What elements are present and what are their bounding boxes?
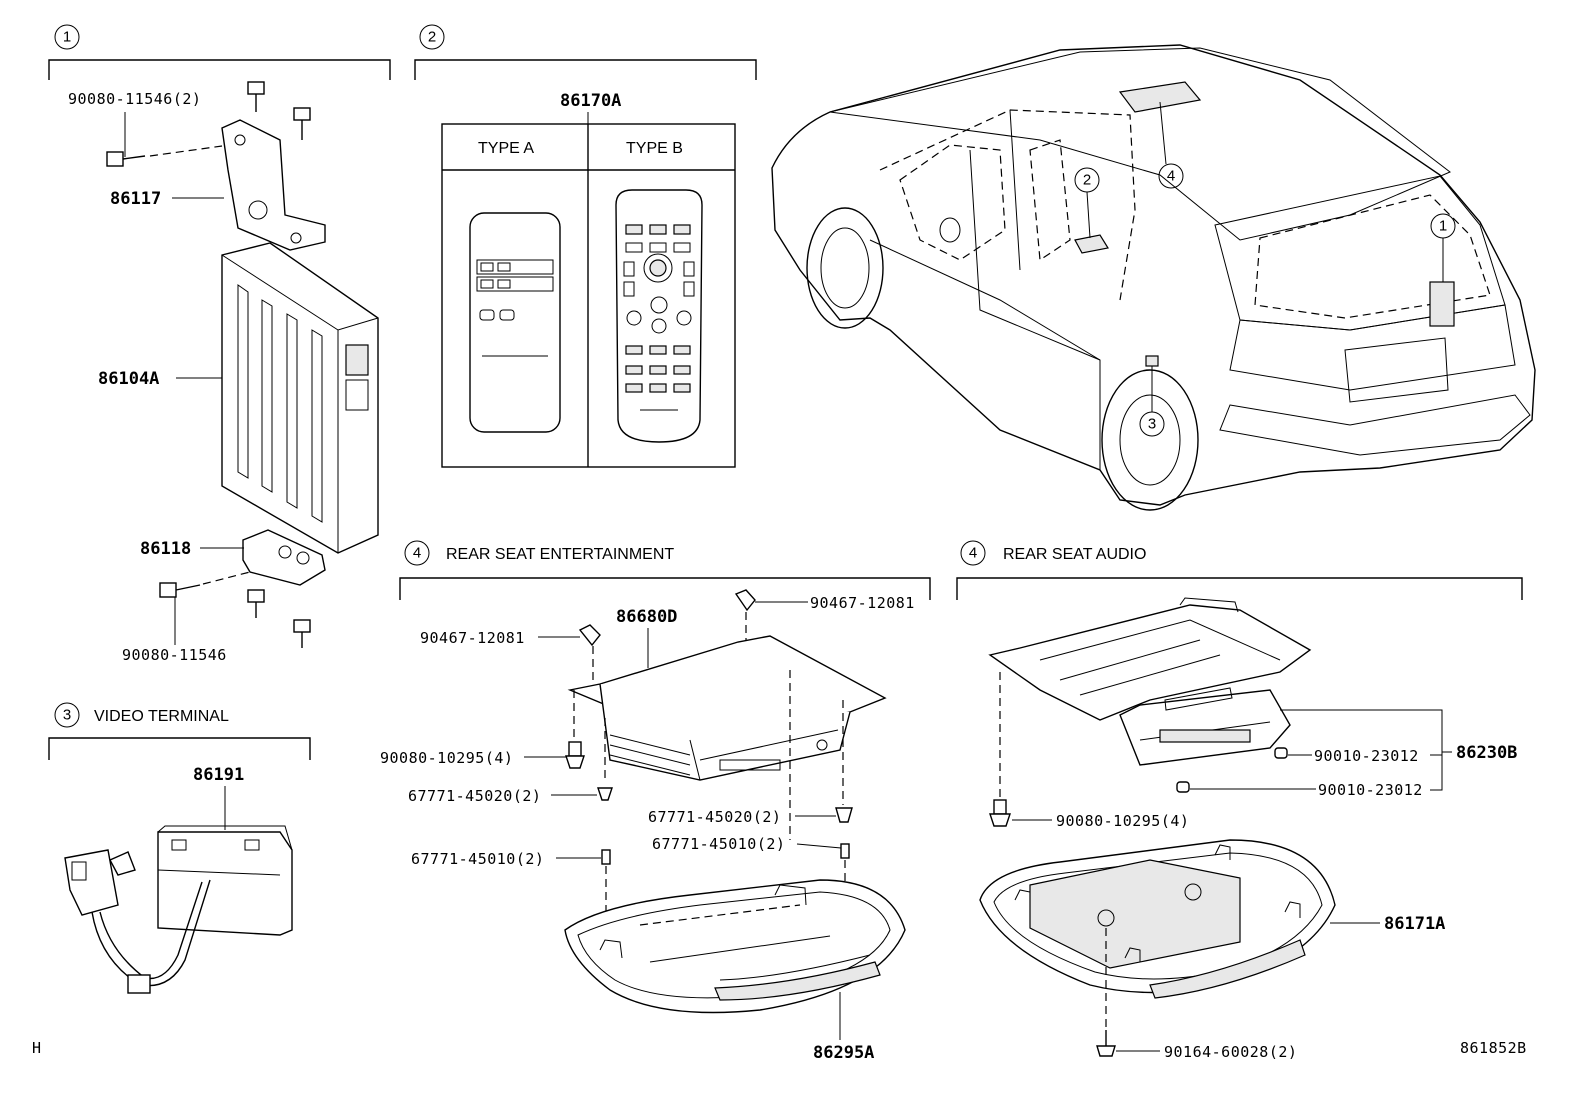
part-number-90010-23012-upper: 90010-23012: [1314, 747, 1419, 765]
section-4a-title: REAR SEAT ENTERTAINMENT: [446, 546, 674, 563]
section-4a-marker: [404, 540, 430, 566]
clip-icon: [1176, 781, 1190, 793]
section-1-number: 1: [63, 29, 71, 46]
part-number-67771-45010-2-left: 67771-45010(2): [411, 850, 544, 868]
part-number-86104a: 86104A: [98, 369, 159, 389]
part-number-86295a: 86295A: [813, 1043, 874, 1063]
part-number-86170a: 86170A: [560, 91, 621, 111]
clip-icon: [840, 843, 850, 859]
part-number-86191: 86191: [193, 765, 244, 785]
vehicle-marker-1-label: 1: [1439, 218, 1447, 235]
overhead-housing-86295a: [564, 879, 906, 1014]
section-2-number: 2: [428, 29, 436, 46]
section-1: 1 90080-11546(2) 86117: [48, 24, 391, 664]
part-number-90164-60028-2: 90164-60028(2): [1164, 1043, 1297, 1061]
section-4b-marker: [960, 540, 986, 566]
part-number-90080-10295-4-right: 90080-10295(4): [1056, 812, 1189, 830]
section-4-rear-seat-entertainment: 4 REAR SEAT ENTERTAINMENT 86680D 90467-1…: [380, 540, 931, 1063]
video-terminal-86191: [64, 825, 293, 994]
vehicle-marker-4-label: 4: [1167, 168, 1175, 185]
part-number-67771-45010-2-right: 67771-45010(2): [652, 835, 785, 853]
part-number-90010-23012-lower: 90010-23012: [1318, 781, 1423, 799]
vehicle-illustration: 4 2 1 3: [771, 44, 1536, 511]
footer-left-code: H: [32, 1039, 42, 1057]
part-number-67771-45020-2-right: 67771-45020(2): [648, 808, 781, 826]
clip-icon: [734, 589, 756, 612]
audio-unit-86230b: [988, 597, 1312, 766]
bolt-icon: [989, 799, 1011, 827]
clip-icon: [597, 787, 613, 801]
assembly-line: [149, 145, 223, 157]
vehicle-marker-3-label: 3: [1148, 416, 1156, 433]
screw-icon: [1096, 1030, 1116, 1057]
part-number-90080-10295-4-left: 90080-10295(4): [380, 749, 513, 767]
section-3-marker: [54, 702, 80, 728]
bolt-icon: [106, 151, 146, 167]
section-1-marker: [54, 24, 80, 50]
bracket-86117: [221, 119, 326, 251]
leader-line: [796, 843, 842, 849]
clip-icon: [835, 807, 853, 823]
section-4a-bracket: [399, 577, 931, 600]
vehicle-marker-4: [1158, 163, 1184, 189]
clip-icon: [578, 624, 601, 647]
bolt-icon: [293, 619, 311, 648]
section-3-number: 3: [63, 707, 71, 724]
vehicle-marker-2-label: 2: [1083, 172, 1091, 189]
section-3-title: VIDEO TERMINAL: [94, 708, 229, 725]
part-number-67771-45020-2-left: 67771-45020(2): [408, 787, 541, 805]
section-4a-number: 4: [413, 545, 421, 562]
bolt-icon: [247, 589, 265, 618]
assembly-line: [202, 571, 251, 585]
dvd-player-86680d: [567, 635, 887, 781]
bolt-icon: [159, 582, 201, 598]
bolt-icon: [247, 81, 265, 112]
section-2-bracket: [414, 59, 757, 80]
clip-icon: [601, 849, 611, 865]
part-number-86230b: 86230B: [1456, 743, 1517, 763]
remote-control-type-b: [615, 189, 703, 443]
section-3-bracket: [48, 737, 311, 760]
leader-line: [1280, 709, 1443, 791]
diagram-id: 861852B: [1460, 1039, 1527, 1057]
part-number-86118: 86118: [140, 539, 191, 559]
part-number-90080-11546-2: 90080-11546(2): [68, 90, 201, 108]
remote-control-type-a: [469, 212, 561, 433]
section-4b-number: 4: [969, 545, 977, 562]
section-4b-title: REAR SEAT AUDIO: [1003, 546, 1146, 563]
section-4b-bracket: [956, 577, 1523, 600]
part-number-86680d: 86680D: [616, 607, 677, 627]
section-1-bracket: [48, 59, 391, 80]
part-number-90467-12081-right: 90467-12081: [810, 594, 915, 612]
type-a-label: TYPE A: [478, 140, 534, 157]
overhead-housing-86171a: [979, 839, 1336, 999]
part-number-90467-12081-left: 90467-12081: [420, 629, 525, 647]
part-number-86171a: 86171A: [1384, 914, 1445, 934]
section-4-rear-seat-audio: 4 REAR SEAT AUDIO 86230B 90010-23012: [956, 540, 1523, 1061]
bolt-icon: [293, 107, 311, 140]
bolt-icon: [565, 741, 585, 769]
clip-icon: [1274, 747, 1288, 759]
section-2-marker: [419, 24, 445, 50]
av-module-86104a: [221, 242, 379, 554]
part-number-86117: 86117: [110, 189, 161, 209]
type-b-label: TYPE B: [626, 140, 683, 157]
section-2: 2 86170A TYPE A TYPE B: [414, 24, 757, 468]
part-number-90080-11546: 90080-11546: [122, 646, 227, 664]
section-3: 3 VIDEO TERMINAL 86191: [48, 702, 311, 994]
bracket-86118: [242, 529, 326, 586]
